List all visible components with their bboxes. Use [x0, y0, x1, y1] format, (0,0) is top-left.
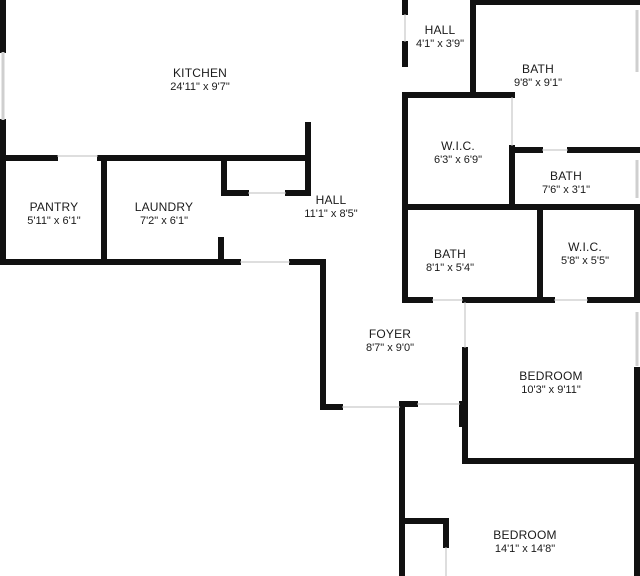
- room-name: FOYER: [368, 327, 412, 341]
- room-foyer: FOYER 8'7" x 9'0": [366, 327, 414, 355]
- room-name: KITCHEN: [172, 66, 228, 80]
- room-dimensions: 10'3" x 9'11": [521, 384, 581, 396]
- room-dimensions: 7'6" x 3'1": [541, 184, 591, 196]
- room-name: HALL: [424, 23, 456, 37]
- room-name: HALL: [315, 193, 347, 207]
- room-name: BEDROOM: [493, 528, 557, 542]
- room-bedroom-2: BEDROOM 14'1" x 14'8": [493, 528, 556, 556]
- room-name: BATH: [522, 62, 554, 76]
- room-dimensions: 6'3" x 6'9": [433, 154, 483, 166]
- room-name: PANTRY: [29, 200, 79, 214]
- room-bedroom-1: BEDROOM 10'3" x 9'11": [519, 369, 582, 397]
- room-bath-3: BATH 8'1" x 5'4": [426, 247, 474, 275]
- room-wic-1: W.I.C. 6'3" x 6'9": [434, 139, 482, 167]
- room-bath-1: BATH 9'8" x 9'1": [514, 62, 562, 90]
- room-kitchen: KITCHEN 24'11" x 9'7": [170, 66, 230, 94]
- room-laundry: LAUNDRY 7'2" x 6'1": [135, 200, 194, 228]
- room-name: BEDROOM: [519, 369, 583, 383]
- room-bath-2: BATH 7'6" x 3'1": [542, 169, 590, 197]
- room-dimensions: 24'11" x 9'7": [170, 81, 230, 93]
- room-dimensions: 7'2" x 6'1": [139, 215, 189, 227]
- room-dimensions: 14'1" x 14'8": [494, 543, 556, 555]
- room-dimensions: 11'1" x 8'5": [304, 208, 358, 220]
- room-dimensions: 4'1" x 3'9": [415, 38, 465, 50]
- room-dimensions: 8'1" x 5'4": [425, 262, 475, 274]
- room-dimensions: 8'7" x 9'0": [365, 342, 415, 354]
- room-name: LAUNDRY: [134, 200, 194, 214]
- room-name: BATH: [550, 169, 582, 183]
- room-wic-2: W.I.C. 5'8" x 5'5": [561, 240, 609, 268]
- room-dimensions: 9'8" x 9'1": [513, 77, 563, 89]
- room-hall-main: HALL 11'1" x 8'5": [304, 193, 357, 221]
- room-dimensions: 5'11" x 6'1": [27, 215, 81, 227]
- room-name: W.I.C.: [568, 240, 602, 254]
- room-dimensions: 5'8" x 5'5": [560, 255, 610, 267]
- room-pantry: PANTRY 5'11" x 6'1": [27, 200, 80, 228]
- room-name: BATH: [434, 247, 466, 261]
- room-hall-small: HALL 4'1" x 3'9": [416, 23, 464, 51]
- room-name: W.I.C.: [441, 139, 475, 153]
